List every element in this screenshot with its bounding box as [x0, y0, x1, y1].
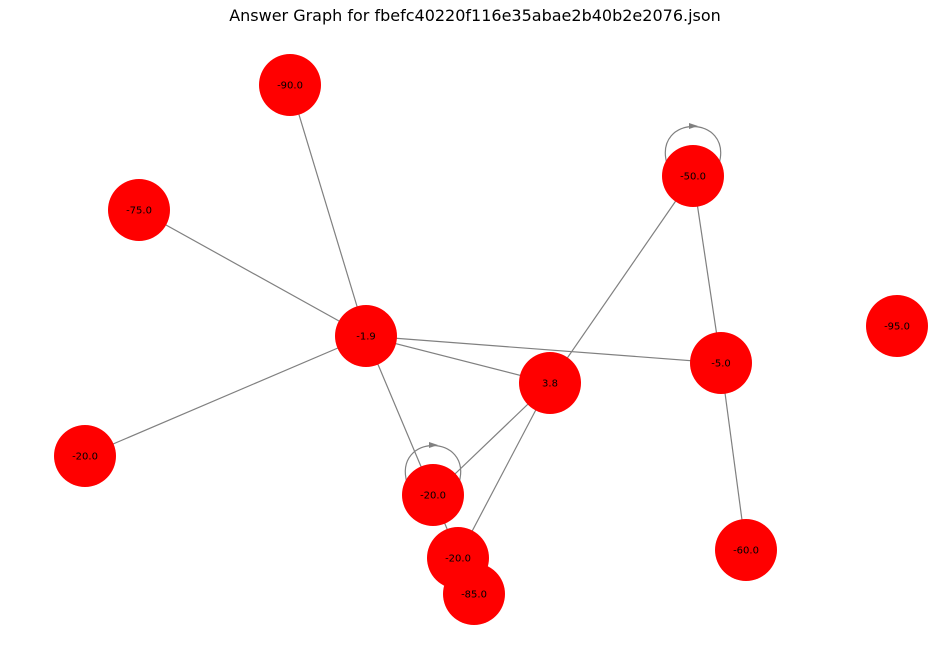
node-label: -95.0: [884, 322, 910, 333]
self-loop-arrow-n_m50: [689, 123, 698, 129]
node-label: -5.0: [711, 359, 731, 370]
node-label: -50.0: [680, 172, 706, 183]
node-label: -20.0: [445, 554, 471, 565]
node-label: 3.8: [542, 379, 558, 390]
node-circle: [259, 54, 321, 116]
node-label: -20.0: [72, 452, 98, 463]
edge-n_m50-n_m5: [692, 175, 722, 364]
self-loop-arrow-n_m20_mid: [429, 442, 438, 448]
node-n_m1_9: -1.9: [335, 305, 397, 367]
node-n_m20_mid: -20.0: [402, 464, 464, 526]
edge-n_m5-n_m60: [720, 362, 747, 551]
node-label: -1.9: [356, 332, 376, 343]
node-n_m60: -60.0: [715, 519, 777, 581]
edge-n_m90-n_m1_9: [289, 84, 367, 337]
node-n_m20_left: -20.0: [54, 425, 116, 487]
node-n_m50: -50.0: [662, 145, 724, 207]
node-circle: [402, 464, 464, 526]
graph-title: Answer Graph for fbefc40220f116e35abae2b…: [229, 6, 721, 25]
node-circle: [690, 332, 752, 394]
node-circle: [335, 305, 397, 367]
node-circle: [866, 295, 928, 357]
node-n_m75: -75.0: [108, 179, 170, 241]
edge-n_m1_9-n_3_8: [365, 335, 551, 384]
node-n_m5: -5.0: [690, 332, 752, 394]
node-circle: [519, 352, 581, 414]
node-n_m95: -95.0: [866, 295, 928, 357]
node-circle: [108, 179, 170, 241]
node-label: -60.0: [733, 546, 759, 557]
node-n_m85: -85.0: [443, 563, 505, 625]
edge-n_3_8-n_m20_low: [457, 382, 551, 559]
node-layer: -90.0 -75.0 -1.9 -20.0 -50.0 3.8 -5.0 -95.0 -20.…: [54, 54, 928, 625]
node-label: -85.0: [461, 590, 487, 601]
self-loop-layer: [404, 123, 722, 484]
node-circle: [54, 425, 116, 487]
node-circle: [662, 145, 724, 207]
node-label: -20.0: [420, 491, 446, 502]
node-circle: [715, 519, 777, 581]
edge-n_m75-n_m1_9: [138, 209, 367, 337]
node-label: -90.0: [277, 81, 303, 92]
node-circle: [443, 563, 505, 625]
node-label: -75.0: [126, 206, 152, 217]
edge-n_m20_left-n_m1_9: [84, 335, 367, 457]
node-n_3_8: 3.8: [519, 352, 581, 414]
node-n_m90: -90.0: [259, 54, 321, 116]
edge-n_m50-n_3_8: [549, 175, 694, 384]
edge-n_m1_9-n_m5: [365, 335, 722, 364]
